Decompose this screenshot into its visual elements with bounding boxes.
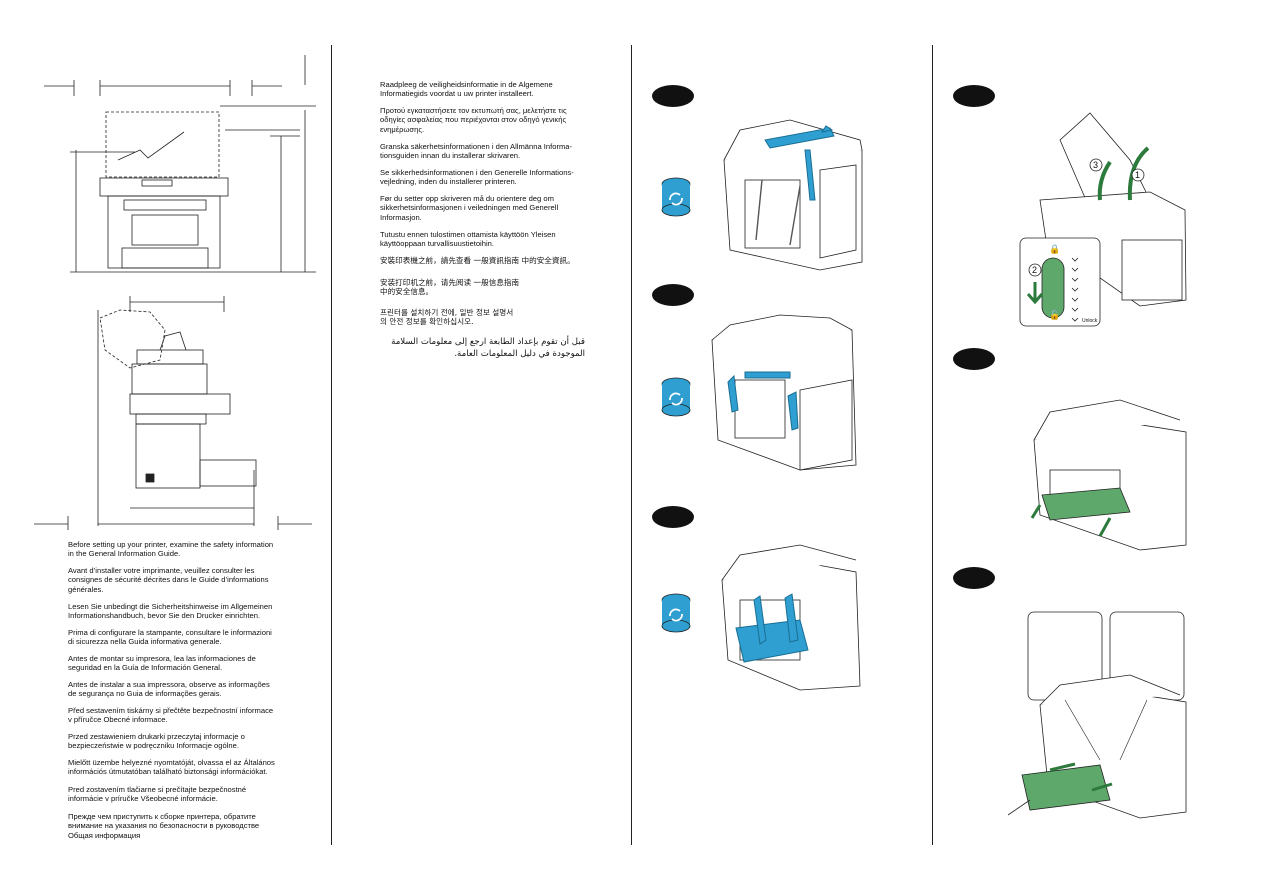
step-badge-1 [652,85,694,107]
safety-notice-fr: Avant d’installer votre imprimante, veui… [68,566,269,594]
safety-notice-it: Prima di configurare la stampante, consu… [68,628,272,647]
lock-legend: Unlock [1082,318,1098,324]
unlock-icon: 🔓 [1049,310,1061,320]
safety-notice-no: Før du setter opp skriveren må du orient… [380,194,559,222]
safety-notice-da: Se sikkerhedsinformationen i den Generel… [380,168,574,187]
recycle-packaging-icon [661,177,691,217]
step-badge-2 [652,284,694,306]
safety-notice-hu: Mielőtt üzembe helyezné nyomtatóját, olv… [68,758,275,777]
safety-notice-zh-cn: 安装打印机之前，请先阅读 一般信息指南 中的安全信息。 [380,278,520,297]
safety-notice-fi: Tutustu ennen tulostimen ottamista käytt… [380,230,556,249]
safety-notice-pt: Antes de instalar a sua impressora, obse… [68,680,270,699]
callout-1: 1 [1135,170,1141,180]
safety-notice-ko: 프린터를 설치하기 전에, 일반 정보 설명서 의 안전 정보를 확인하십시오. [380,308,514,327]
safety-notice-ar: قبل أن تقوم بإعداد الطابعة ارجع إلى معلو… [391,337,585,359]
step-badge-4 [953,85,995,107]
lock-icon: 🔒 [1049,244,1061,254]
column-divider-1 [331,45,332,845]
column-divider-3 [932,45,933,845]
recycle-packaging-icon [661,593,691,633]
safety-notice-cs: Před sestavením tiskárny si přečtěte bez… [68,706,274,725]
safety-notice-nl: Raadpleeg de veiligheidsinformatie in de… [380,80,553,99]
recycle-packaging-icon [661,377,691,417]
callout-3: 3 [1093,160,1099,170]
safety-notice-en: Before setting up your printer, examine … [68,540,274,559]
safety-notice-el: Προτού εγκαταστήσετε τον εκτυπωτή σας, μ… [380,106,567,134]
safety-notice-sv: Granska säkerhetsinformationen i den All… [380,142,573,161]
safety-notice-zh-tw: 安裝印表機之前，請先查看 一般資訊指南 中的安全資訊。 [380,256,575,265]
safety-notice-pl: Przed zestawieniem drukarki przeczytaj i… [68,732,245,751]
safety-notice-de: Lesen Sie unbedingt die Sicherheitshinwe… [68,602,273,621]
column-divider-2 [631,45,632,845]
safety-notice-ru: Прежде чем приступить к сборке принтера,… [68,812,260,840]
safety-notice-sk: Pred zostavením tlačiarne si prečítajte … [68,785,247,804]
step-badge-6 [953,567,995,589]
step-badge-5 [953,348,995,370]
callout-2: 2 [1032,265,1038,275]
safety-notice-es: Antes de montar su impresora, lea las in… [68,654,256,673]
step-badge-3 [652,506,694,528]
